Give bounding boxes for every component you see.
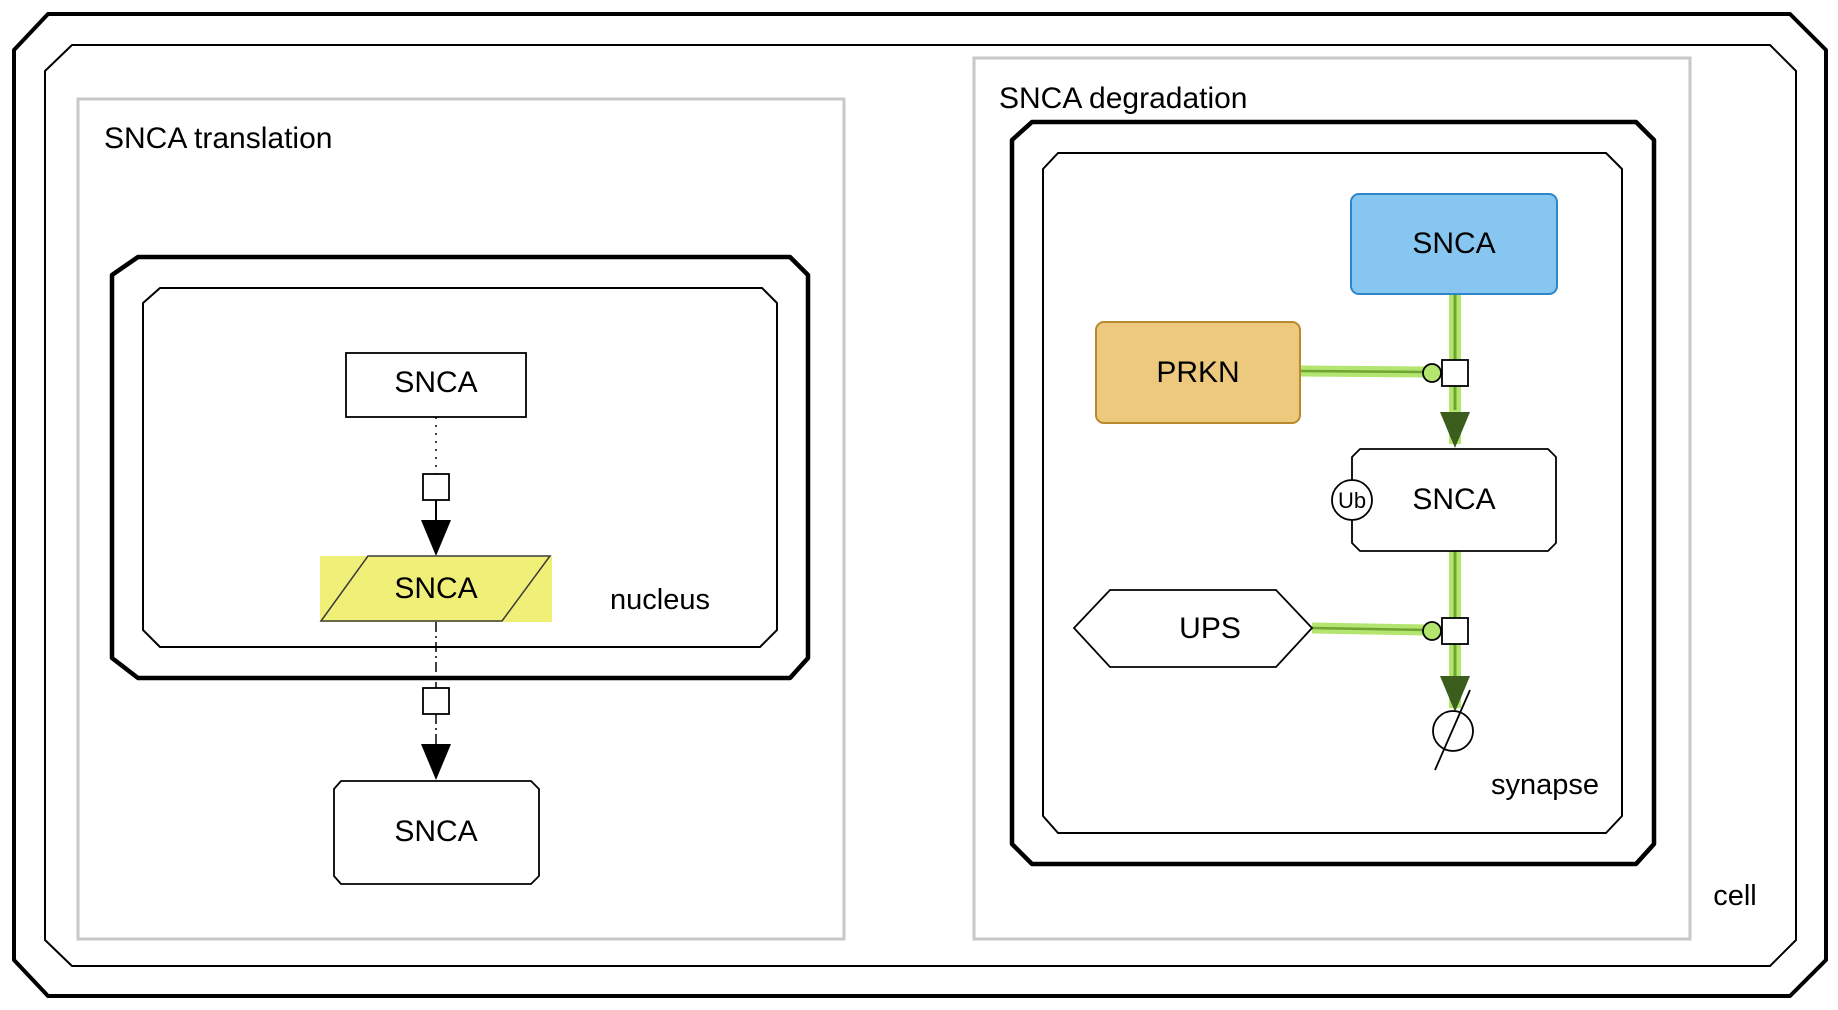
snca-blue-node[interactable]: SNCA [1350,193,1558,295]
production-arrowhead-2 [421,744,451,780]
cell-compartment: cell [12,12,1828,998]
process-node-1 [422,473,450,501]
ub-process-node [1441,359,1469,387]
snca-gene-label: SNCA [394,366,477,399]
snca-gene-shape [345,352,527,418]
ups-shape [1072,589,1314,668]
snca-protein-label: SNCA [394,815,477,848]
ub-state-circle [1331,479,1373,521]
ups-node[interactable]: UPS [1072,589,1314,668]
sink-slash [1434,689,1471,771]
ub-production-arrowhead [1440,412,1470,448]
synapse-compartment: synapse [1009,119,1657,867]
snca-mrna-shape [319,555,552,622]
degradation-process [1311,551,1470,712]
prkn-shape [1095,321,1301,424]
snca-mrna-highlight [320,556,552,622]
snca-blue-shape [1350,193,1558,295]
snca-ub-node[interactable]: SNCA Ub [1331,448,1557,552]
degradation-group-title: SNCA degradation [999,82,1248,115]
translation-group-title: SNCA translation [104,122,332,155]
transcription-process [421,417,451,556]
ups-label: UPS [1179,612,1241,645]
deg-production-arrowhead [1440,676,1470,712]
synapse-label: synapse [1491,769,1599,801]
nucleus-compartment: nucleus [109,254,811,681]
deg-process-node [1441,617,1469,645]
snca-blue-label: SNCA [1412,227,1495,260]
snca-protein-shape [333,780,540,885]
process-node-2 [422,687,450,715]
production-arrowhead-1 [421,520,451,556]
nucleus-outer-border [109,254,811,681]
snca-mrna-node[interactable]: SNCA [319,555,552,622]
cell-inner-border [44,44,1797,967]
sink-circle [1432,710,1474,752]
group-snca-degradation: SNCA degradation [972,56,1692,941]
snca-protein-node[interactable]: SNCA [333,780,540,885]
prkn-node[interactable]: PRKN [1095,321,1301,424]
prkn-catalysis-edge [1299,369,1429,374]
snca-gene-node[interactable]: SNCA [345,352,527,418]
synapse-outer-border [1009,119,1657,867]
nucleus-inner-border [142,287,778,648]
cell-label: cell [1713,880,1757,912]
prkn-label: PRKN [1156,356,1239,389]
translation-group-box [76,97,846,941]
translation-process [421,622,451,780]
degradation-sink-node[interactable] [1432,689,1474,771]
degradation-group-box [972,56,1692,941]
cell-outer-border [12,12,1828,998]
ups-catalysis-marker [1422,621,1442,641]
ups-catalysis-edge [1311,626,1429,632]
prkn-catalysis-marker [1422,363,1442,383]
ubiquitination-process [1299,294,1470,448]
snca-mrna-label: SNCA [394,572,477,605]
group-snca-translation: SNCA translation [76,97,846,941]
ub-state-label: Ub [1338,488,1366,513]
snca-ub-label: SNCA [1412,483,1495,516]
nucleus-label: nucleus [610,584,710,616]
ub-state-variable: Ub [1331,479,1373,521]
synapse-inner-border [1042,152,1623,834]
